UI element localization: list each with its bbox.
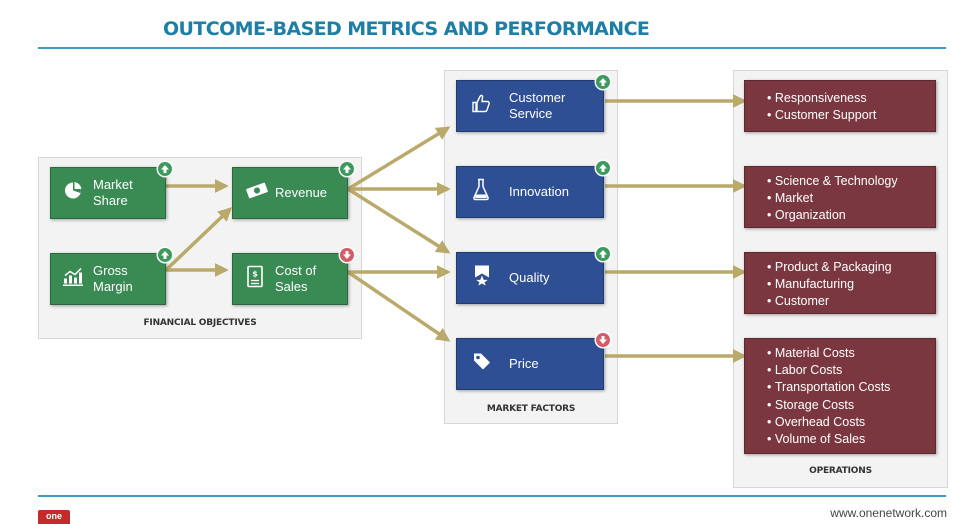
market-share-label: Market Share [93,177,133,208]
innovation-box[interactable]: Innovation [456,161,610,218]
operations-list: Responsiveness Customer Support [767,90,876,124]
operations-item: Organization [767,207,898,224]
operations-list: Product & Packaging Manufacturing Custom… [767,259,892,311]
trend-up-icon [596,75,610,89]
operations-item: Labor Costs [767,362,890,379]
operations-box-innovation[interactable]: Science & Technology Market Organization [744,166,936,228]
price-box[interactable]: Price [456,333,610,390]
pie-chart-icon [63,181,83,206]
innovation-label: Innovation [509,184,569,199]
footer-rule [38,495,946,497]
company-logo: one [38,510,70,524]
page-title: OUTCOME-BASED METRICS AND PERFORMANCE [163,18,650,40]
gross-margin-label: Gross Margin [93,263,133,294]
flask-icon [472,178,490,207]
financial-objectives-label: FINANCIAL OBJECTIVES [143,318,257,328]
operations-item: Customer [767,293,892,310]
arrow-revenue-to-quality [347,187,451,254]
operations-item: Volume of Sales [767,431,890,448]
cost-of-sales-box[interactable]: $ Cost of Sales [232,248,354,305]
market-share-box[interactable]: Market Share [50,162,172,219]
quality-label: Quality [509,270,550,285]
arrow-cost-to-price [347,270,451,342]
arrow-margin-to-revenue [164,207,233,272]
thumbs-up-icon [471,94,491,119]
operations-item: Product & Packaging [767,259,892,276]
trend-up-icon [596,161,610,175]
operations-box-price[interactable]: Material Costs Labor Costs Transportatio… [744,338,936,454]
operations-box-customer-service[interactable]: Responsiveness Customer Support [744,80,936,132]
operations-item: Storage Costs [767,397,890,414]
gross-margin-box[interactable]: Gross Margin [50,248,172,305]
price-label: Price [509,356,539,371]
trend-up-icon [158,162,172,176]
award-ribbon-icon [472,265,492,292]
operations-item: Overhead Costs [767,414,890,431]
arrow-revenue-to-service [347,126,451,191]
trend-down-icon [340,248,354,262]
price-tag-icon [472,352,492,377]
operations-item: Customer Support [767,107,876,124]
bar-chart-icon [62,267,84,292]
header-rule [38,47,946,49]
revenue-box[interactable]: Revenue [232,162,354,219]
customer-service-label: Customer Service [509,90,566,121]
trend-up-icon [158,248,172,262]
operations-item: Market [767,190,898,207]
operations-item: Transportation Costs [767,379,891,396]
receipt-icon: $ [246,265,264,294]
trend-up-icon [596,247,610,261]
svg-text:$: $ [252,270,258,279]
operations-list: Material Costs Labor Costs Transportatio… [767,345,891,448]
operations-item: Manufacturing [767,276,892,293]
operations-box-quality[interactable]: Product & Packaging Manufacturing Custom… [744,252,936,314]
customer-service-box[interactable]: Customer Service [456,75,610,132]
footer-url[interactable]: www.onenetwork.com [830,506,947,520]
trend-up-icon [340,162,354,176]
operations-list: Science & Technology Market Organization [767,173,898,225]
market-factors-label: MARKET FACTORS [486,404,576,414]
revenue-label: Revenue [275,185,328,200]
operations-item: Material Costs [767,345,890,362]
cost-of-sales-label: Cost of Sales [275,263,317,294]
operations-item: Science & Technology [767,173,898,190]
operations-item: Responsiveness [767,90,876,107]
money-icon [245,182,269,205]
operations-label: OPERATIONS [809,466,872,476]
trend-down-icon [596,333,610,347]
quality-box[interactable]: Quality [456,247,610,304]
